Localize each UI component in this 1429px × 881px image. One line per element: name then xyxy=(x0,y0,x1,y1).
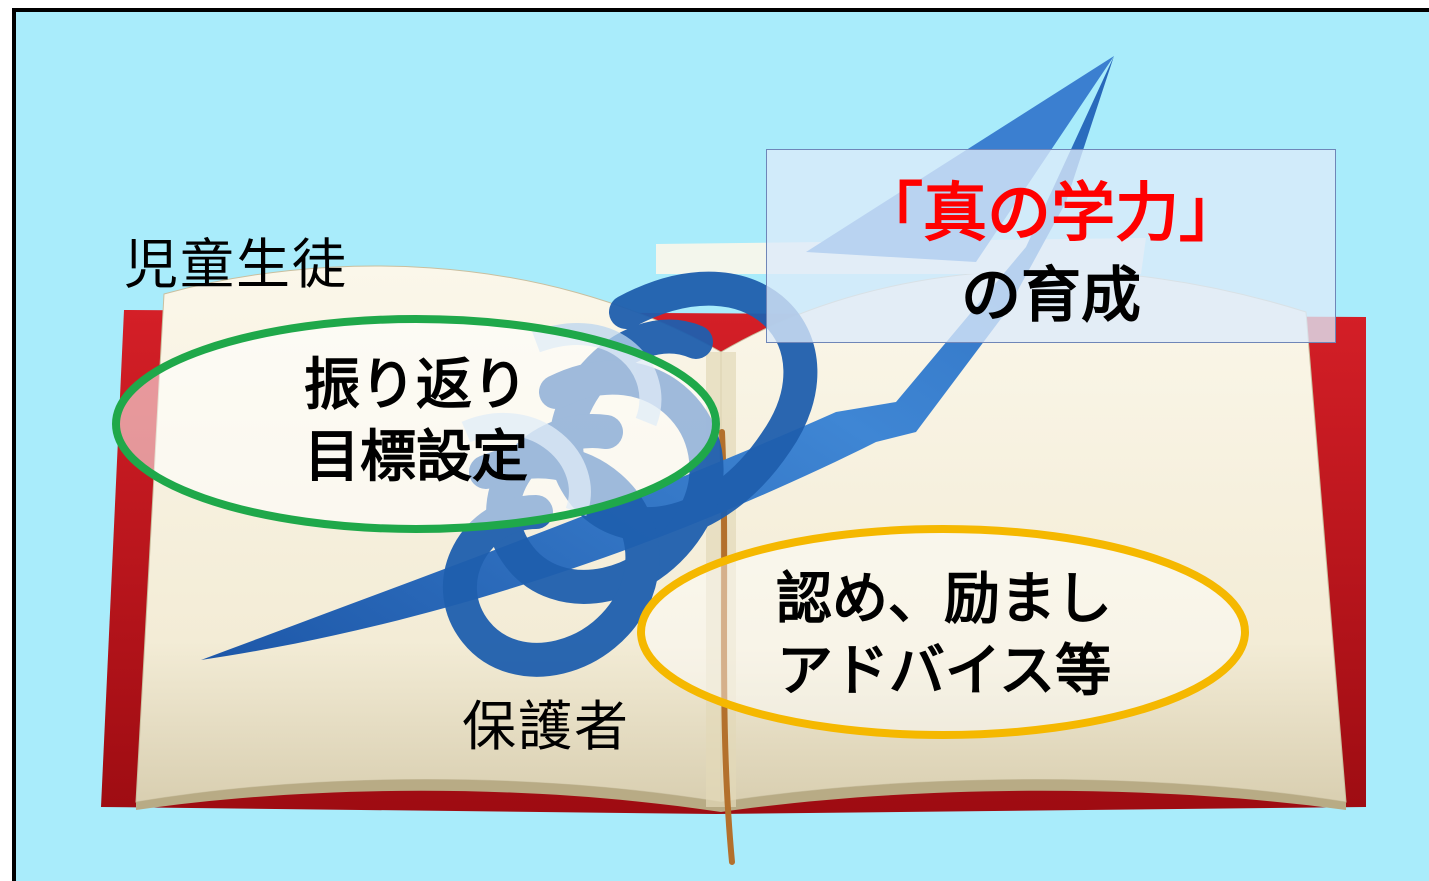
students-label: 児童生徒 xyxy=(124,233,348,296)
reflection-line2: 目標設定 xyxy=(304,425,528,490)
title-line1: 「真の学力」 xyxy=(859,177,1243,251)
guardians-label: 保護者 xyxy=(462,695,630,758)
title-box: 「真の学力」 の育成 xyxy=(766,149,1336,343)
encouragement-line2: アドバイス等 xyxy=(776,639,1112,704)
reflection-node: 振り返り 目標設定 xyxy=(256,350,576,494)
illustration xyxy=(101,56,1366,865)
reflection-ellipse xyxy=(112,315,720,533)
encouragement-node: 認め、励まし アドバイス等 xyxy=(744,564,1144,708)
title-line2: の育成 xyxy=(961,261,1141,331)
reflection-line1: 振り返り xyxy=(304,353,528,418)
encouragement-line1: 認め、励まし xyxy=(776,567,1112,632)
diagram-canvas: 児童生徒 保護者 振り返り 目標設定 認め、励まし アドバイス等 「真の学力」 … xyxy=(12,8,1429,881)
encouragement-ellipse xyxy=(637,525,1249,739)
